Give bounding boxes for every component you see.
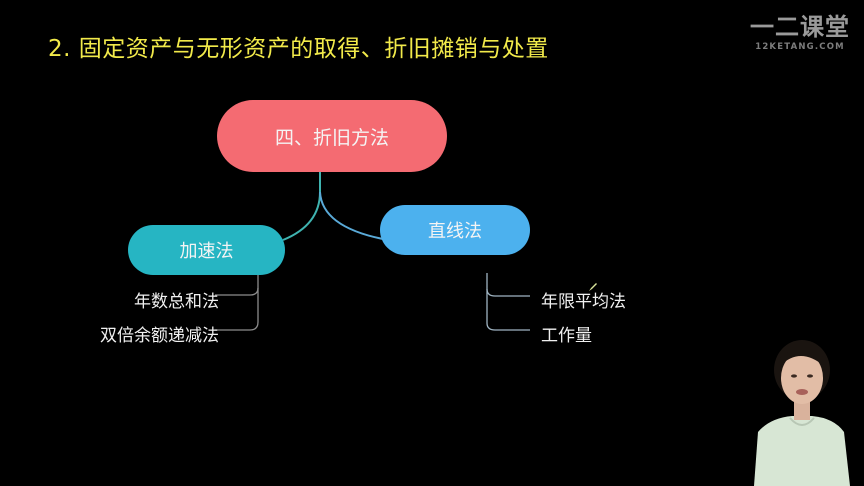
logo-text: 一二课堂 <box>750 13 850 41</box>
left-bracket-1 <box>215 275 259 296</box>
branch-node-straight-line: 直线法 <box>380 205 530 255</box>
connector-left <box>282 172 321 241</box>
logo-url: 12KETANG.COM <box>755 42 845 52</box>
leaf-double-declining: 双倍余额递减法 <box>100 326 219 346</box>
left-bracket-2 <box>215 288 259 331</box>
root-label: 四、折旧方法 <box>274 126 389 149</box>
pen-cursor-icon <box>589 283 597 291</box>
branch-label: 加速法 <box>179 241 234 262</box>
slide-title: 2. 固定资产与无形资产的取得、折旧摊销与处置 <box>48 36 549 62</box>
right-bracket-1 <box>486 273 530 297</box>
connector-right <box>319 191 389 241</box>
leaf-units-of-production: 工作量 <box>541 326 592 346</box>
watermark-logo: 一二课堂 12KETANG.COM <box>750 14 850 52</box>
mindmap-root-node: 四、折旧方法 <box>217 100 447 172</box>
leaf-straight-line-average: 年限平均法 <box>541 292 626 312</box>
right-bracket-2 <box>486 289 530 331</box>
branch-node-accelerated: 加速法 <box>128 225 285 275</box>
presenter-video <box>740 332 864 486</box>
leaf-sum-of-years: 年数总和法 <box>134 292 219 312</box>
branch-label: 直线法 <box>428 221 482 242</box>
